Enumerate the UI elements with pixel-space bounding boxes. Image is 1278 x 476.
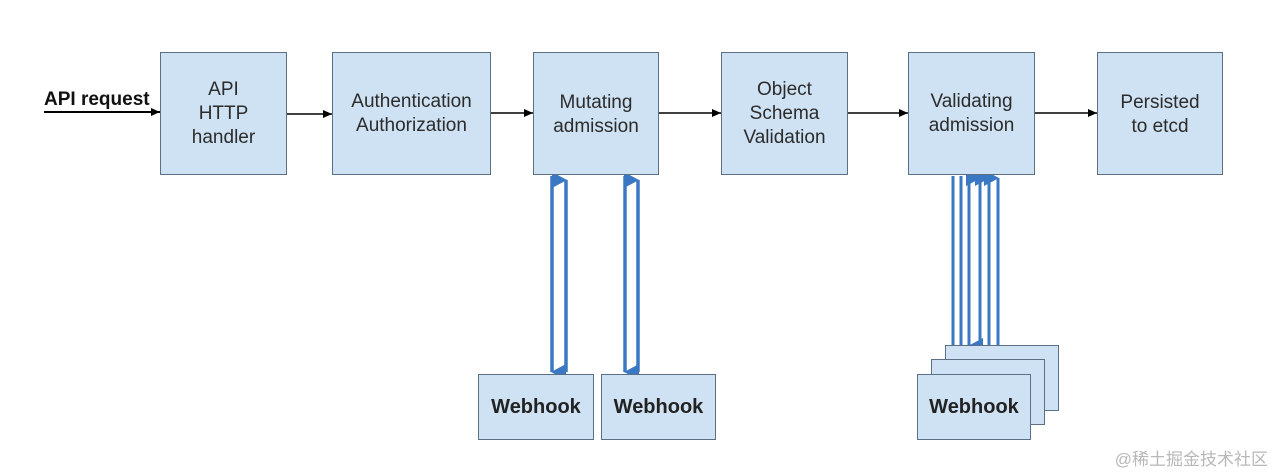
stage-persisted-to-etcd: Persisted to etcd	[1097, 52, 1223, 175]
stage-label: Validating admission	[928, 90, 1015, 136]
webhook-label: Webhook	[491, 396, 581, 418]
stage-label: Object Schema Validation	[743, 78, 826, 148]
webhook-mutating-2: Webhook	[601, 374, 716, 440]
stage-label: API HTTP handler	[191, 78, 256, 148]
stage-authentication-authorization: Authentication Authorization	[332, 52, 491, 175]
stage-label: Mutating admission	[553, 92, 639, 137]
stage-object-schema-validation: Object Schema Validation	[721, 52, 848, 175]
stage-label: Authentication Authorization	[351, 90, 472, 136]
webhook-validating: Webhook	[917, 374, 1031, 440]
watermark: @稀土掘金技术社区	[1114, 450, 1268, 469]
api-request-label: API request	[44, 89, 150, 110]
webhook-label: Webhook	[929, 396, 1019, 418]
stage-mutating-admission: Mutating admission	[533, 52, 659, 175]
stage-label: Persisted to etcd	[1120, 92, 1200, 137]
webhook-mutating-1: Webhook	[478, 374, 594, 440]
stage-api-http-handler: API HTTP handler	[160, 52, 287, 175]
webhook-label: Webhook	[613, 396, 704, 418]
stage-validating-admission: Validating admission	[908, 52, 1035, 175]
